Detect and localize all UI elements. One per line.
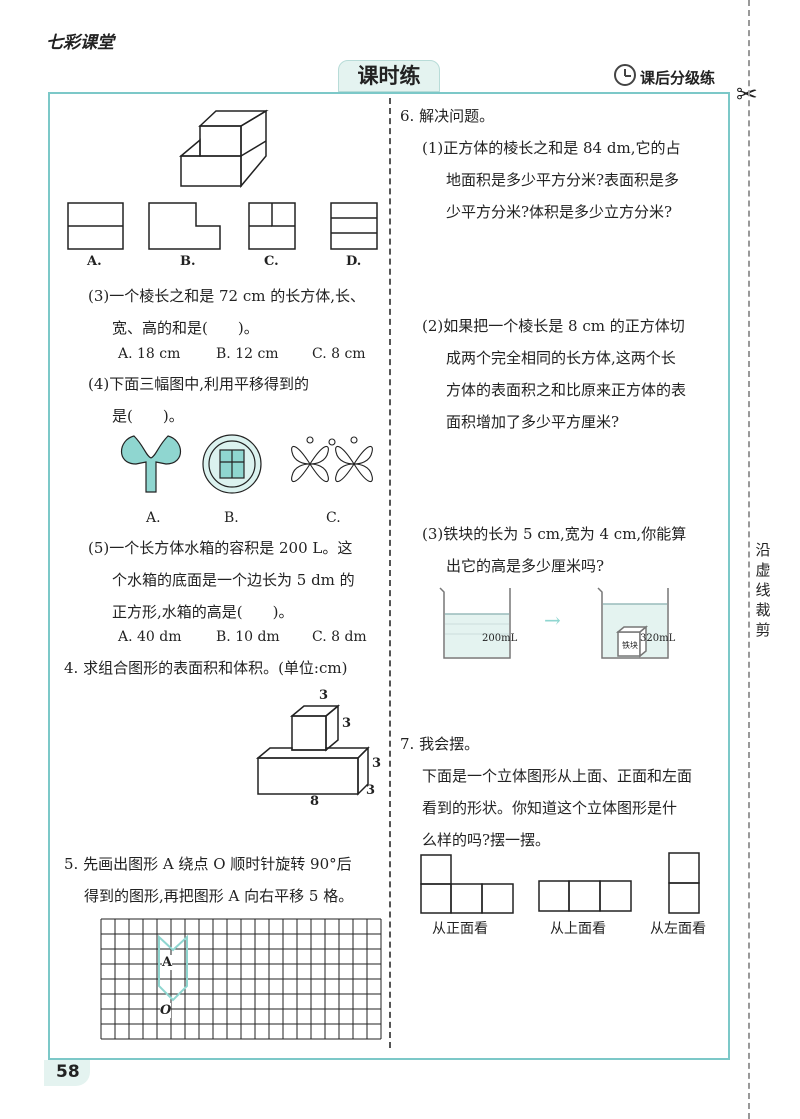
- cut-line: [748, 0, 750, 1119]
- problem-6-q2-line3: 方体的表面积之和比原来正方体的表: [446, 381, 687, 399]
- view-option-d: [330, 202, 378, 250]
- pattern-figure-b: [202, 434, 262, 494]
- problem-7-line3: 么样的吗?摆一摆。: [422, 831, 551, 849]
- view-option-c: [248, 202, 296, 250]
- question-5-option-a: A. 40 dm: [118, 629, 182, 645]
- problem-7-line1: 下面是一个立体图形从上面、正面和左面: [422, 767, 693, 785]
- problem-6-q2-line2: 成两个完全相同的长方体,这两个长: [446, 349, 676, 367]
- option-label-a: A.: [87, 254, 102, 269]
- left-view-label: 从左面看: [650, 921, 706, 937]
- left-view-figure: [668, 852, 700, 914]
- cut-label: 沿虚线裁剪: [755, 541, 771, 639]
- column-divider: [389, 98, 391, 1048]
- stepped-solid-figure: [178, 109, 269, 189]
- top-view-label: 从上面看: [550, 921, 606, 937]
- drawing-grid: [100, 918, 382, 1040]
- problem-4-title: 4. 求组合图形的表面积和体积。(单位:cm): [64, 659, 348, 677]
- section-badge: 课后分级练: [640, 69, 716, 87]
- problem-6-q1-line2: 地面积是多少平方分米?表面积是多: [446, 171, 680, 189]
- dim-length: 8: [310, 794, 320, 809]
- question-4-option-a: A.: [146, 510, 161, 526]
- dim-lower-side: 3: [372, 756, 382, 771]
- clock-icon: [614, 64, 636, 86]
- problem-6-q2-line4: 面积增加了多少平方厘米?: [446, 413, 620, 431]
- page-number-tab: [44, 1060, 90, 1086]
- question-4-option-c: C.: [326, 510, 341, 526]
- shape-a: [158, 934, 188, 1002]
- top-view-figure: [538, 880, 632, 912]
- question-5-line3: 正方形,水箱的高是( )。: [112, 603, 294, 621]
- problem-6-q3-line2: 出它的高是多少厘米吗?: [446, 557, 605, 575]
- beaker-before: [439, 587, 511, 659]
- question-3-line2: 宽、高的和是( )。: [112, 319, 259, 337]
- page-number: 58: [56, 1062, 80, 1082]
- shape-a-label: A: [162, 955, 173, 970]
- question-3-option-c: C. 8 cm: [312, 346, 366, 362]
- dim-top: 3: [319, 688, 329, 703]
- question-5-option-b: B. 10 dm: [216, 629, 280, 645]
- page-title: 课时练: [338, 60, 440, 92]
- pattern-figure-c: [291, 436, 373, 483]
- option-label-d: D.: [346, 254, 362, 269]
- problem-6-q2-line1: (2)如果把一个棱长是 8 cm 的正方体切: [422, 317, 685, 335]
- iron-block-label: 铁块: [622, 641, 638, 650]
- option-label-c: C.: [264, 254, 279, 269]
- arrow-icon: →: [544, 608, 561, 632]
- point-o-label: O: [160, 1003, 172, 1018]
- problem-5-line1: 5. 先画出图形 A 绕点 O 顺时针旋转 90°后: [64, 855, 352, 873]
- view-option-b: [148, 202, 221, 250]
- problem-6-q3-line1: (3)铁块的长为 5 cm,宽为 4 cm,你能算: [422, 525, 687, 543]
- dim-upper-side: 3: [342, 716, 352, 731]
- content-frame: [48, 92, 730, 1060]
- problem-5-line2: 得到的图形,再把图形 A 向右平移 5 格。: [84, 887, 354, 905]
- pattern-figure-a: [120, 435, 182, 493]
- front-view-label: 从正面看: [432, 921, 488, 937]
- question-3-line1: (3)一个棱长之和是 72 cm 的长方体,长、: [88, 287, 366, 305]
- question-5-line1: (5)一个长方体水箱的容积是 200 L。这: [88, 539, 353, 557]
- question-3-option-a: A. 18 cm: [118, 346, 181, 362]
- option-label-b: B.: [180, 254, 196, 269]
- question-4-line1: (4)下面三幅图中,利用平移得到的: [88, 375, 310, 393]
- problem-6-title: 6. 解决问题。: [400, 107, 495, 125]
- brand-logo: 七彩课堂: [46, 33, 114, 53]
- view-option-a: [67, 202, 124, 250]
- front-view-figure: [420, 854, 514, 914]
- dim-depth: 3: [366, 783, 376, 798]
- problem-7-title: 7. 我会摆。: [400, 735, 480, 753]
- beaker-after: [597, 587, 669, 659]
- beaker-before-label: 200mL: [482, 633, 518, 644]
- scissors-icon: ✂: [736, 80, 758, 110]
- problem-6-q1-line3: 少平方分米?体积是多少立方分米?: [446, 203, 673, 221]
- composite-solid-figure: [255, 704, 370, 796]
- question-5-line2: 个水箱的底面是一个边长为 5 dm 的: [112, 571, 355, 589]
- question-5-option-c: C. 8 dm: [312, 629, 367, 645]
- question-4-option-b: B.: [224, 510, 239, 526]
- problem-6-q1-line1: (1)正方体的棱长之和是 84 dm,它的占: [422, 139, 681, 157]
- question-3-option-b: B. 12 cm: [216, 346, 279, 362]
- problem-7-line2: 看到的形状。你知道这个立体图形是什: [422, 799, 678, 817]
- beaker-after-label: 320mL: [640, 633, 676, 644]
- question-4-line2: 是( )。: [112, 407, 184, 425]
